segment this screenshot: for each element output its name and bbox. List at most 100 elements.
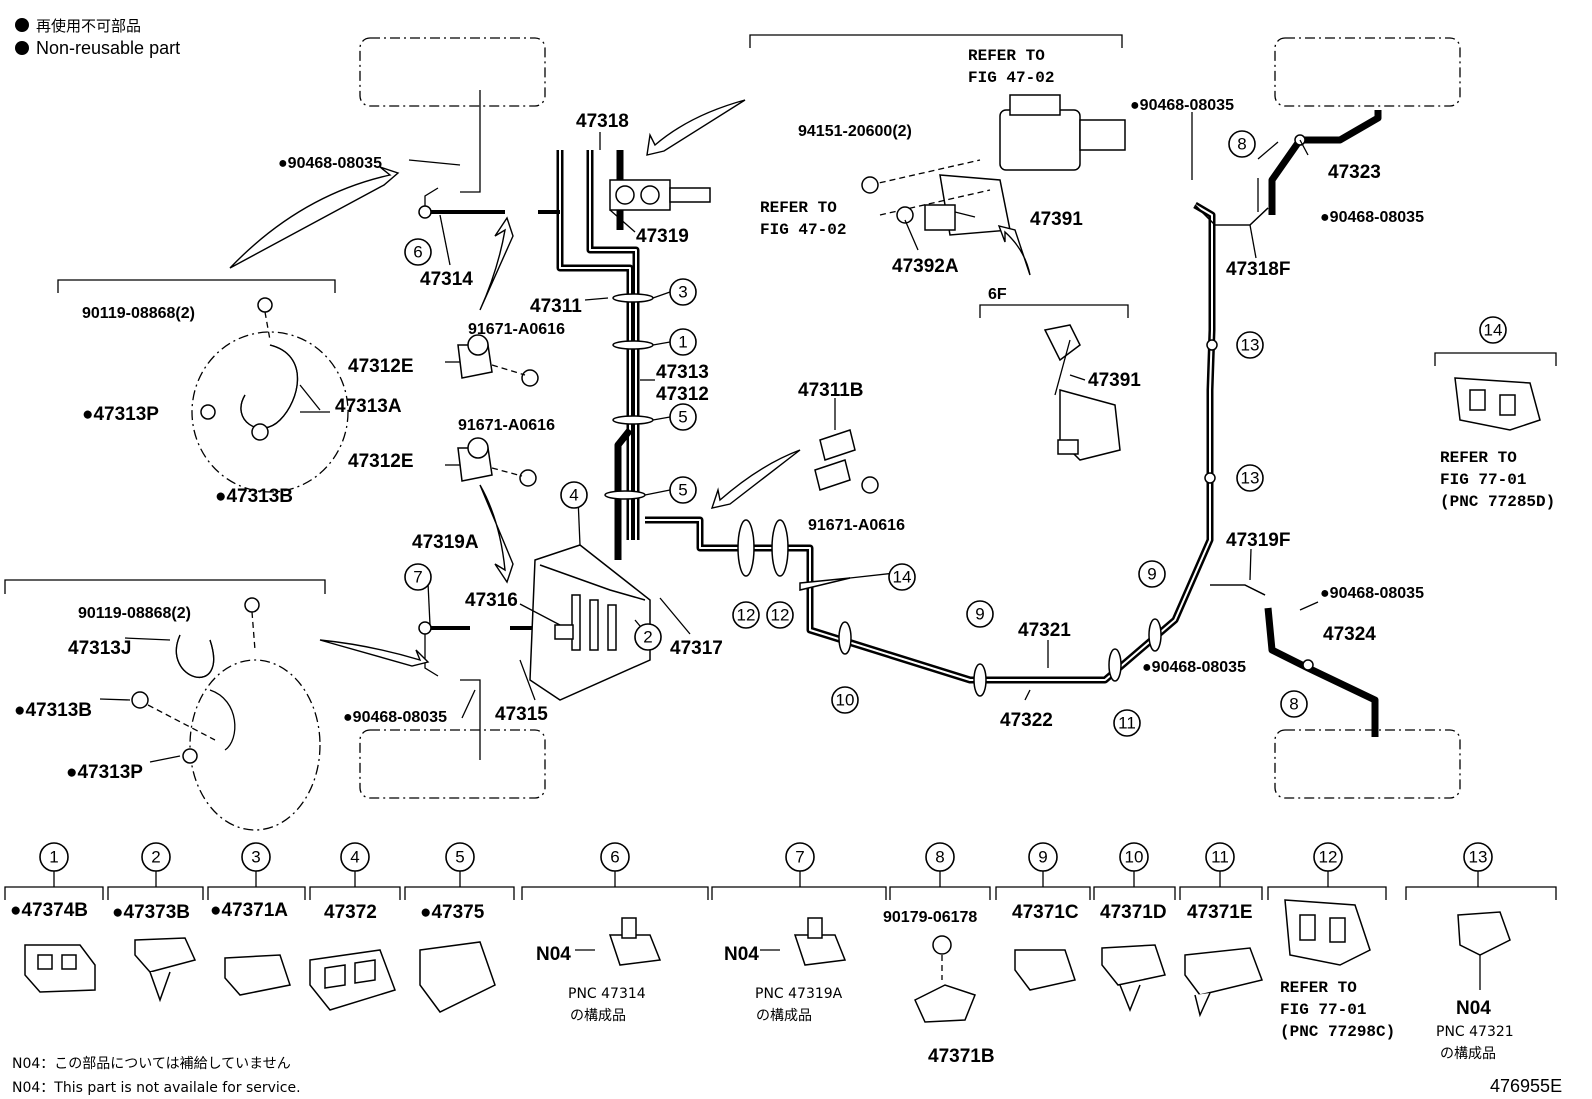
clip-8-number: 8: [935, 848, 944, 867]
marker-9-b: 9: [1147, 565, 1156, 584]
callout-refer-to-a: REFER TO: [968, 47, 1045, 65]
clip-7-sub1: PNC 47319A: [755, 986, 843, 1002]
callout-47313j: 47313J: [68, 638, 131, 659]
clip-6-sub2: の構成品: [570, 1008, 626, 1024]
legend: 再使用不可部品 Non-reusable part: [15, 17, 180, 58]
clip-6-sub1: PNC 47314: [568, 986, 646, 1002]
assembly-arrows: [229, 99, 1031, 667]
callout-90468-08035-c: ●90468-08035: [1130, 97, 1234, 114]
clip-2-label: ●47373B: [112, 902, 190, 923]
clip-9-number: 9: [1038, 848, 1047, 867]
figure-id: 476955E: [1490, 1076, 1562, 1096]
callout-90468-08035-f: ●90468-08035: [1142, 659, 1246, 676]
callout-47313: 47313: [656, 362, 709, 383]
clip-11-number: 11: [1211, 848, 1229, 867]
clip-13-label: N04: [1456, 998, 1491, 1019]
marker-14-a: 14: [893, 568, 912, 587]
callout-94151-20600: 94151-20600(2): [798, 123, 912, 140]
clip-13-sub1: PNC 47321: [1436, 1024, 1514, 1040]
master-cylinder: [609, 94, 1126, 461]
callout-47312e-a: 47312E: [348, 356, 414, 377]
callout-47312e-b: 47312E: [348, 451, 414, 472]
diagram-markers: 3 1 5 5 4 2 6 7 8 8 9 9 10 11 12 12 13 1…: [404, 130, 1507, 737]
callout-47314: 47314: [420, 269, 473, 290]
clip-drawings: [24, 899, 1511, 1023]
callout-91671-a0616-a: 91671-A0616: [468, 321, 565, 338]
callout-pnc-77285d: (PNC 77285D): [1440, 493, 1555, 511]
clip-5-number: 5: [455, 848, 464, 867]
callout-refer-to-b: REFER TO: [760, 199, 837, 217]
clip-10-label: 47371D: [1100, 902, 1167, 923]
callout-47324: 47324: [1323, 624, 1376, 645]
hose-assembly-insets: [131, 297, 349, 831]
callout-47319a: 47319A: [412, 532, 479, 553]
clip-8-label: 90179-06178: [883, 909, 977, 926]
clip-4-number: 4: [350, 848, 359, 867]
marker-2: 2: [643, 628, 652, 647]
footnote-en: N04：This part is not availale for servic…: [12, 1080, 301, 1096]
footnote-jp: N04：この部品については補給していません: [12, 1056, 291, 1072]
clip-9-label: 47371C: [1012, 902, 1079, 923]
callout-47322: 47322: [1000, 710, 1053, 731]
callout-47391-a: 47391: [1030, 209, 1083, 230]
clip-11-label: 47371E: [1187, 902, 1253, 923]
clip-1-label: ●47374B: [10, 900, 88, 921]
clip-12-sub2: (PNC 77298C): [1280, 1023, 1395, 1041]
clip-12-sub1: FIG 77-01: [1280, 1001, 1366, 1019]
clip-4-label: 47372: [324, 902, 377, 923]
callout-47312: 47312: [656, 384, 709, 405]
clamp-details: [457, 334, 1541, 494]
callout-47318: 47318: [576, 111, 629, 132]
callout-47318f: 47318F: [1226, 259, 1290, 280]
marker-7: 7: [413, 568, 422, 587]
callout-47319: 47319: [636, 226, 689, 247]
clip-12-label: REFER TO: [1280, 979, 1357, 997]
callout-47317: 47317: [670, 638, 723, 659]
callout-47311: 47311: [530, 296, 582, 317]
marker-11: 11: [1118, 714, 1136, 733]
marker-4: 4: [569, 486, 578, 505]
clip-6-number: 6: [610, 848, 619, 867]
callout-47392a: 47392A: [892, 256, 959, 277]
callout-91671-a0616-c: 91671-A0616: [808, 517, 905, 534]
clip-13-sub2: の構成品: [1440, 1046, 1496, 1062]
callout-47315: 47315: [495, 704, 548, 725]
clip-5-label: ●47375: [420, 902, 485, 923]
marker-12-a: 12: [737, 606, 756, 625]
marker-13-a: 13: [1241, 336, 1260, 355]
clip-7-label: N04: [724, 944, 759, 965]
leader-lines: [99, 112, 1319, 763]
marker-8-b: 8: [1289, 695, 1298, 714]
marker-3: 3: [678, 283, 687, 302]
clip-3-label: ●47371A: [210, 900, 288, 921]
marker-10: 10: [836, 691, 855, 710]
legend-jp: 再使用不可部品: [36, 17, 141, 35]
clip-rings: [418, 134, 1314, 697]
clip-12-number: 12: [1319, 848, 1338, 867]
brake-actuator: [529, 544, 651, 701]
callout-90468-08035-d: ●90468-08035: [1320, 209, 1424, 226]
callout-47313p-b: ●47313P: [66, 762, 143, 783]
clip-13-number: 13: [1469, 848, 1488, 867]
pipe-routes: [424, 90, 1382, 760]
clip-8-sub1: 47371B: [928, 1046, 995, 1067]
callout-47313b-a: ●47313B: [215, 486, 293, 507]
clip-7-number: 7: [795, 848, 804, 867]
marker-9-a: 9: [975, 605, 984, 624]
footnotes: N04：この部品については補給していません N04：This part is n…: [12, 1056, 1562, 1096]
clip-6-label: N04: [536, 944, 571, 965]
clip-table: 1 2 3 4 5 6 7 8 9 10 11 12 13 ●47374B ●4…: [4, 842, 1557, 1067]
callout-47323: 47323: [1328, 162, 1381, 183]
callout-90468-08035-e: ●90468-08035: [1320, 585, 1424, 602]
clip-3-number: 3: [251, 848, 260, 867]
clip-1-number: 1: [49, 848, 58, 867]
callout-47313p-a: ●47313P: [82, 404, 159, 425]
marker-6: 6: [413, 243, 422, 262]
marker-1: 1: [678, 333, 687, 352]
legend-en: Non-reusable part: [36, 38, 180, 58]
callout-fig-77-01-a: FIG 77-01: [1440, 471, 1526, 489]
callout-90119-08868-b: 90119-08868(2): [78, 605, 191, 622]
callout-47391-b: 47391: [1088, 370, 1141, 391]
clip-7-sub2: の構成品: [756, 1008, 812, 1024]
